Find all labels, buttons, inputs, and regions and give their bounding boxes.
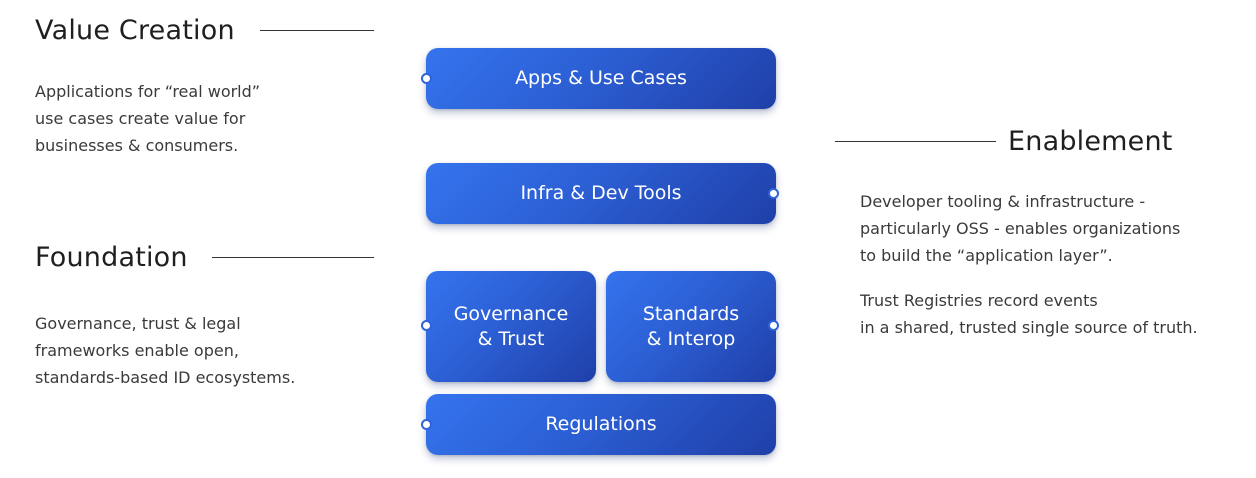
foundation-line-2: frameworks enable open, <box>35 341 239 360</box>
foundation-rule <box>212 257 374 258</box>
standards-interop-label: Standards & Interop <box>643 302 739 352</box>
infra-connector-dot <box>768 188 779 199</box>
value-creation-line-1: Applications for “real world” <box>35 82 261 101</box>
regulations-label: Regulations <box>545 413 657 435</box>
apps-use-cases-block: Apps & Use Cases <box>426 48 776 109</box>
governance-line-1: Governance <box>453 302 569 325</box>
apps-connector-dot <box>421 73 432 84</box>
trust-registries-description: Trust Registries record events in a shar… <box>860 287 1198 341</box>
foundation-description: Governance, trust & legal frameworks ena… <box>35 310 295 391</box>
infra-dev-tools-block: Infra & Dev Tools <box>426 163 776 224</box>
regulations-connector-dot <box>421 419 432 430</box>
governance-line-2: & Trust <box>477 327 545 350</box>
value-creation-line-3: businesses & consumers. <box>35 136 239 155</box>
value-creation-description: Applications for “real world” use cases … <box>35 78 260 159</box>
foundation-line-3: standards-based ID ecosystems. <box>35 368 296 387</box>
enablement-rule <box>835 141 996 142</box>
standards-line-1: Standards <box>642 302 740 325</box>
regulations-block: Regulations <box>426 394 776 455</box>
value-creation-heading: Value Creation <box>35 15 235 46</box>
infra-dev-tools-label: Infra & Dev Tools <box>520 182 682 204</box>
trust-registries-line-1: Trust Registries record events <box>860 291 1098 310</box>
standards-line-2: & Interop <box>646 327 736 350</box>
value-creation-line-2: use cases create value for <box>35 109 246 128</box>
governance-trust-label: Governance & Trust <box>454 302 569 352</box>
apps-use-cases-label: Apps & Use Cases <box>515 67 687 89</box>
enablement-description: Developer tooling & infrastructure - par… <box>860 188 1180 269</box>
foundation-line-1: Governance, trust & legal <box>35 314 241 333</box>
enablement-line-2: particularly OSS - enables organizations <box>860 219 1181 238</box>
standards-connector-dot <box>768 320 779 331</box>
governance-trust-block: Governance & Trust <box>426 271 596 382</box>
trust-registries-line-2: in a shared, trusted single source of tr… <box>860 318 1198 337</box>
standards-interop-block: Standards & Interop <box>606 271 776 382</box>
value-creation-rule <box>260 30 374 31</box>
enablement-line-1: Developer tooling & infrastructure - <box>860 192 1146 211</box>
enablement-heading: Enablement <box>1008 126 1173 157</box>
enablement-line-3: to build the “application layer”. <box>860 246 1113 265</box>
foundation-heading: Foundation <box>35 242 188 273</box>
governance-connector-dot <box>421 320 432 331</box>
